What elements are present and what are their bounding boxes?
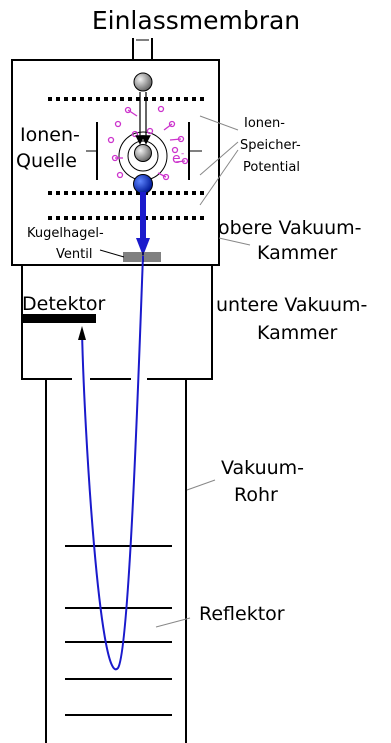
ion-source-label-line1: Ionen- xyxy=(20,124,80,146)
neutral-atom-top xyxy=(133,72,153,92)
ball-valve-leader xyxy=(99,249,125,258)
ion-beam-arrowhead xyxy=(136,238,150,256)
detector-plate xyxy=(23,314,96,323)
ion-particle xyxy=(133,174,153,194)
neutral-atom-flow-arrows xyxy=(135,92,151,145)
vacuum-tube-leader xyxy=(186,479,216,491)
reflector-plates xyxy=(65,545,172,716)
electron-symbol: e xyxy=(172,151,181,167)
lower-vacuum-chamber xyxy=(21,264,213,380)
ion-storage-label-line1: Ionen- xyxy=(244,116,285,131)
ion-flight-path-arrowhead xyxy=(78,326,86,340)
ion-storage-leaders xyxy=(199,115,239,206)
ion-storage-label-line3: Potential xyxy=(243,160,300,175)
vacuum-tube xyxy=(45,379,187,743)
detector-label: Detektor xyxy=(22,293,106,315)
inlet-tube xyxy=(132,38,153,60)
upper-chamber-label-line2: Kammer xyxy=(257,242,337,264)
ion-source-label-line2: Quelle xyxy=(16,150,77,172)
neutral-atom-center xyxy=(134,144,152,162)
ion-source-electrodes xyxy=(86,122,202,180)
ball-valve-label-line2: Ventil xyxy=(56,247,92,262)
upper-chamber-leader xyxy=(218,237,251,246)
vacuum-tube-label-line2: Rohr xyxy=(234,484,278,506)
vacuum-tube-label-line1: Vakuum- xyxy=(221,457,304,479)
ion-storage-label-line2: Speicher- xyxy=(240,138,301,153)
electron-particles xyxy=(107,105,189,181)
ion-storage-grids xyxy=(48,97,208,220)
inlet-membrane-label: Einlassmembran xyxy=(92,6,300,35)
upper-chamber-label-line1: obere Vakuum- xyxy=(218,217,362,239)
lower-chamber-label-line1: untere Vakuum- xyxy=(216,294,367,316)
lower-chamber-label-line2: Kammer xyxy=(257,322,337,344)
ion-flight-path xyxy=(81,255,144,671)
electron-charge-sign: - xyxy=(181,149,184,159)
reflector-label: Reflektor xyxy=(199,603,285,625)
ball-valve-label-line1: Kugelhagel- xyxy=(27,226,104,241)
reflector-leader xyxy=(155,617,191,628)
